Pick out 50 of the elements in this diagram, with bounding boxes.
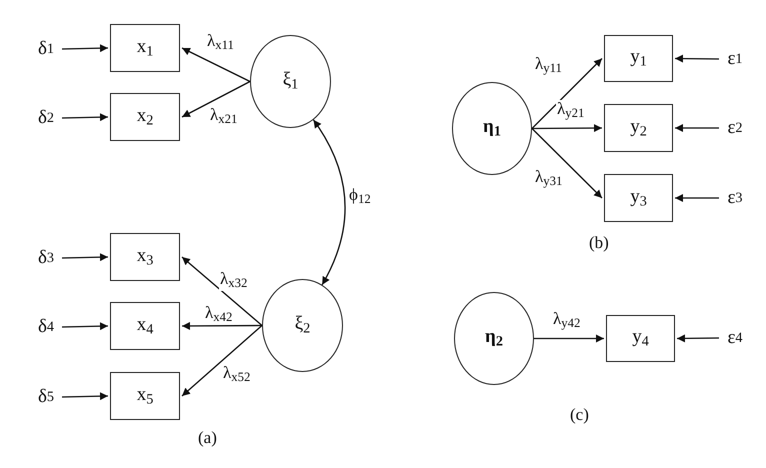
variable-box	[604, 104, 673, 152]
variable-name: x$_{1}$	[136, 36, 154, 60]
variable-name: x$_{2}$	[136, 104, 154, 130]
double-headed-arrow	[312, 119, 346, 286]
arrow	[182, 325, 262, 396]
edge-label: λ$_{x32}$	[219, 270, 248, 291]
variable-name: y$_{4}$	[632, 326, 649, 351]
arrow	[675, 124, 719, 132]
variable-name: η$_{1}$	[483, 116, 501, 141]
variable-box	[110, 93, 180, 141]
arrow	[532, 58, 602, 129]
panel-label: (c)	[570, 405, 589, 425]
variable-name: ξ$_{2}$	[294, 313, 310, 338]
edge-label: ϕ$_{12}$	[348, 186, 372, 207]
panel-label: (a)	[198, 428, 217, 448]
arrow	[182, 47, 250, 82]
edge-label: λ$_{y21}$	[556, 100, 586, 121]
variable-name: y$_{3}$	[630, 186, 647, 210]
arrow	[534, 334, 604, 342]
variable-name: y$_{1}$	[630, 46, 647, 71]
arrow	[62, 253, 108, 262]
arrow	[675, 54, 719, 63]
edge-label: λ$_{y42}$	[552, 310, 582, 331]
edge-label: λ$_{y31}$	[534, 168, 564, 189]
variable-box	[604, 174, 673, 222]
arrow	[182, 80, 250, 118]
edge-label: λ$_{y11}$	[534, 55, 563, 76]
variable-name: x$_{4}$	[136, 314, 154, 338]
arrow	[675, 194, 719, 202]
arrow	[62, 322, 108, 330]
panel-label: (b)	[589, 233, 609, 253]
arrow	[677, 334, 719, 342]
variable-box	[110, 24, 180, 72]
variable-box	[110, 372, 180, 420]
variable-name: x$_{5}$	[136, 384, 154, 408]
variable-box	[606, 315, 675, 362]
arrow	[62, 44, 108, 52]
arrow	[532, 128, 602, 198]
variable-box	[110, 302, 180, 350]
arrow	[182, 322, 262, 330]
arrow	[532, 124, 602, 132]
variable-box	[110, 233, 180, 281]
variable-name: y$_{2}$	[630, 116, 647, 140]
variable-name: x$_{3}$	[136, 244, 154, 270]
variable-box	[604, 35, 673, 82]
arrow	[62, 113, 108, 122]
arrow	[182, 256, 262, 326]
variable-name: ξ$_{1}$	[282, 69, 298, 94]
arrow	[62, 392, 108, 400]
variable-name: η$_{2}$	[485, 326, 503, 351]
